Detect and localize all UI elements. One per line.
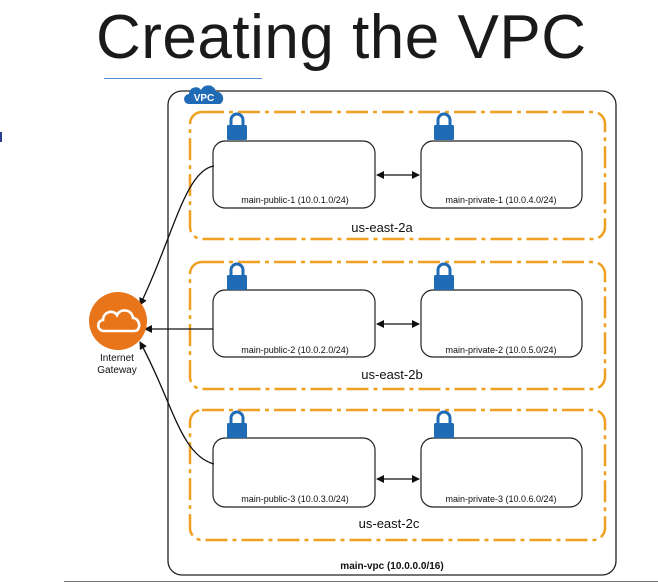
availability-zone-box bbox=[188, 260, 607, 391]
lock-icon bbox=[434, 112, 454, 140]
lock-icon bbox=[227, 262, 247, 290]
private-subnet-label: main-private-3 (10.0.6.0/24) bbox=[445, 494, 556, 504]
zone-c bbox=[188, 408, 607, 542]
public-subnet-box bbox=[212, 437, 376, 508]
bottom-divider bbox=[64, 581, 658, 582]
gateway-label-line2: Gateway bbox=[97, 365, 136, 376]
public-subnet-box bbox=[212, 140, 376, 209]
gateway-route-arrow bbox=[139, 341, 215, 465]
zone-a bbox=[188, 110, 607, 241]
private-subnet-box bbox=[420, 140, 583, 209]
gateway-route-arrow bbox=[139, 165, 215, 306]
private-subnet-box bbox=[420, 289, 583, 358]
public-subnet-label: main-public-1 (10.0.1.0/24) bbox=[241, 195, 349, 205]
gateway-label-line1: Internet bbox=[100, 353, 134, 364]
lock-icon bbox=[227, 410, 247, 438]
vpc-badge-icon: VPC bbox=[184, 85, 224, 104]
zone-label: us-east-2b bbox=[361, 367, 422, 382]
lock-icon bbox=[434, 410, 454, 438]
internet-gateway-icon bbox=[89, 292, 147, 350]
lock-icon bbox=[434, 262, 454, 290]
title-underline bbox=[104, 78, 262, 79]
public-subnet-label: main-public-2 (10.0.2.0/24) bbox=[241, 345, 349, 355]
zone-b bbox=[188, 260, 607, 391]
private-subnet-box bbox=[420, 437, 583, 508]
private-subnet-label: main-private-2 (10.0.5.0/24) bbox=[445, 345, 556, 355]
public-subnet-label: main-public-3 (10.0.3.0/24) bbox=[241, 494, 349, 504]
vpc-badge-label: VPC bbox=[194, 93, 215, 104]
availability-zone-box bbox=[188, 408, 607, 542]
vpc-label: main-vpc (10.0.0.0/16) bbox=[340, 561, 443, 572]
private-subnet-label: main-private-1 (10.0.4.0/24) bbox=[445, 195, 556, 205]
vpc-container bbox=[167, 90, 617, 576]
public-subnet-box bbox=[212, 289, 376, 358]
zone-label: us-east-2c bbox=[359, 516, 420, 531]
availability-zone-box bbox=[188, 110, 607, 241]
edge-marker bbox=[0, 132, 2, 142]
page-title: Creating the VPC bbox=[96, 3, 587, 72]
lock-icon bbox=[227, 112, 247, 140]
zone-label: us-east-2a bbox=[351, 220, 413, 235]
